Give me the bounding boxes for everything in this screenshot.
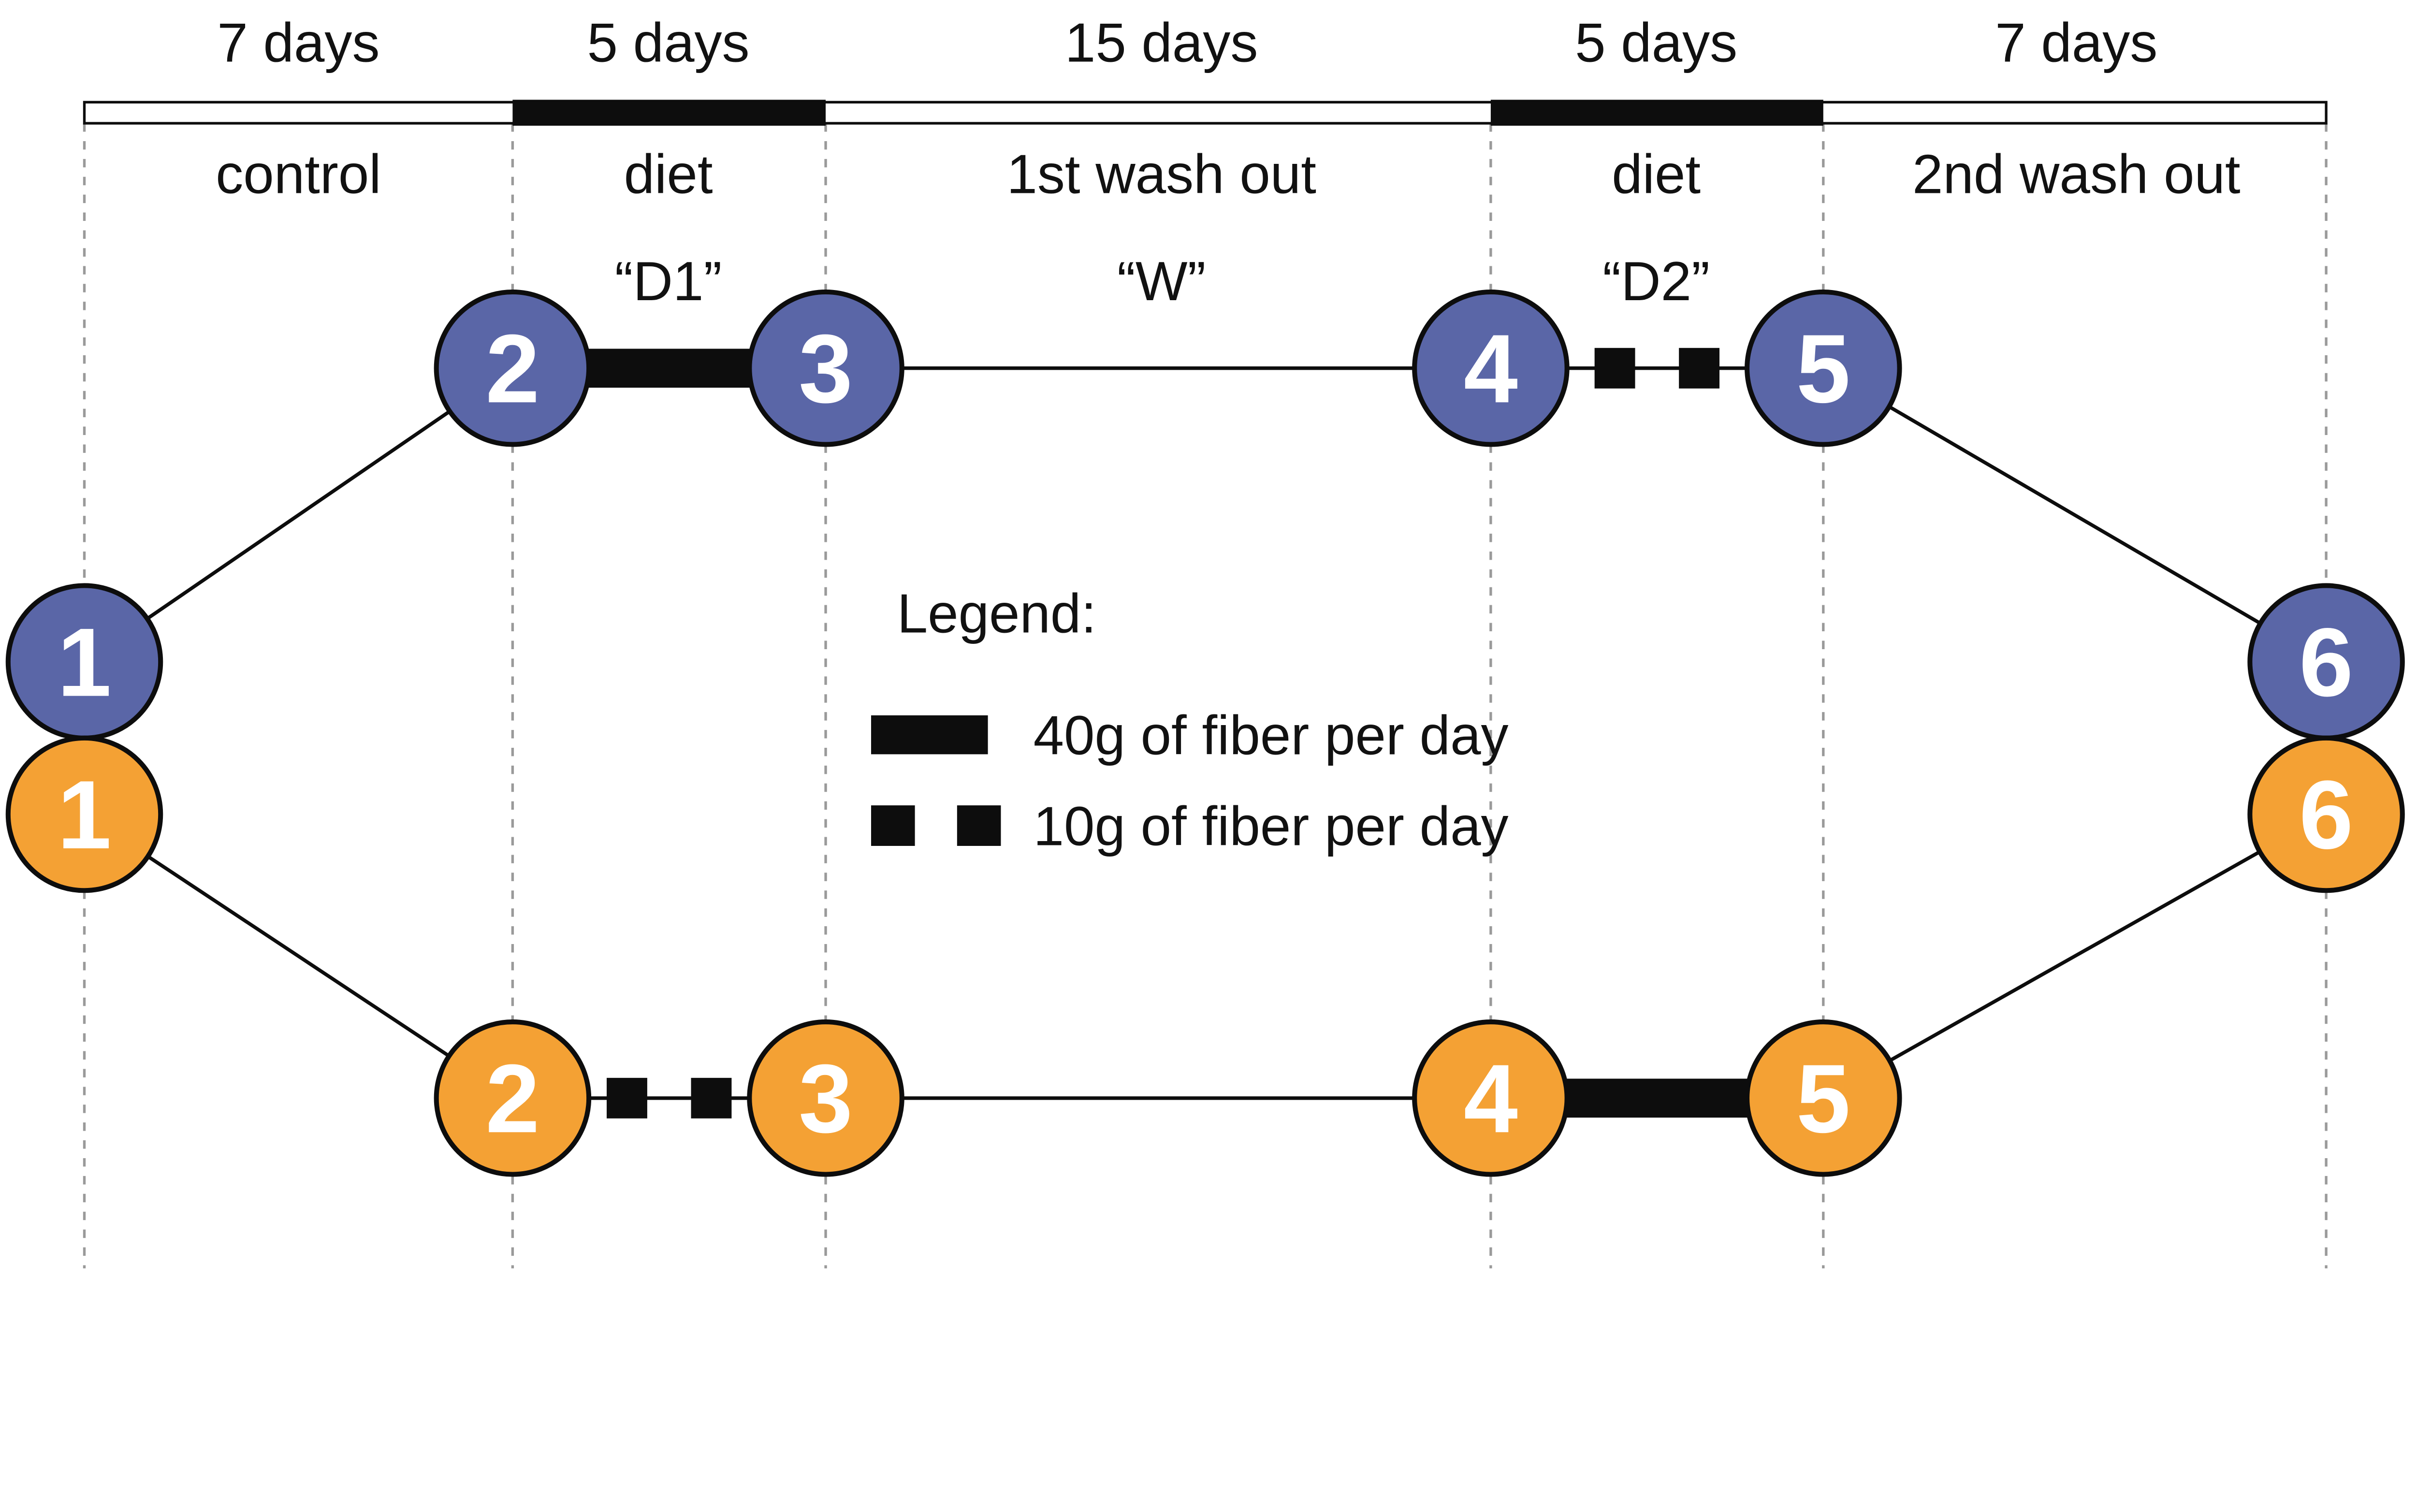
phase-label: diet: [624, 144, 713, 205]
timepoint-node: [434, 1019, 592, 1177]
phase-label: 2nd wash out: [1912, 144, 2241, 205]
phase-label: diet: [1612, 144, 1701, 205]
timeline-bar-group: [83, 100, 2328, 126]
period-labels: 7 days control 5 days diet “D1” 15 days 1st wa…: [216, 13, 2240, 312]
timepoint-number: 5: [1796, 314, 1850, 423]
timepoint-node: [2247, 735, 2405, 893]
timepoint-number: 6: [2299, 760, 2353, 869]
low-fiber-square: [1679, 348, 1720, 389]
legend: Legend: 40g of fiber per day 10g of fiber …: [871, 583, 1509, 857]
timepoint-number: 3: [799, 314, 853, 423]
diet-period-segment: [512, 100, 826, 126]
duration-label: 7 days: [1995, 13, 2157, 74]
legend-item-label: 40g of fiber per day: [1034, 705, 1509, 766]
timepoint-node: [747, 1019, 904, 1177]
diet-period-segment: [1490, 100, 1823, 126]
timepoint-node: [1745, 289, 1902, 447]
duration-label: 5 days: [587, 13, 749, 74]
timepoint-number: 1: [58, 608, 112, 717]
legend-item-label: 10g of fiber per day: [1034, 796, 1509, 857]
study-arms: 1 2 3 4 5 6 1 2 3 4 5 6: [5, 289, 2405, 1177]
high-fiber-connector: [582, 349, 756, 388]
low-fiber-square: [1594, 348, 1635, 389]
timeline-bar: [83, 101, 2328, 125]
timepoint-number: 4: [1464, 1044, 1518, 1153]
low-fiber-square: [691, 1077, 732, 1119]
timepoint-number: 5: [1796, 1044, 1850, 1153]
legend-swatch-solid-bar: [871, 715, 988, 755]
legend-swatch-square: [957, 805, 1001, 846]
timepoint-number: 3: [799, 1044, 853, 1153]
transition-line: [1822, 813, 2327, 1100]
legend-title: Legend:: [897, 583, 1096, 645]
timepoint-node: [747, 289, 904, 447]
timepoint-node: [5, 735, 163, 893]
timepoint-node: [1412, 289, 1570, 447]
timepoint-node: [434, 289, 592, 447]
high-fiber-connector: [1560, 1078, 1754, 1118]
duration-label: 15 days: [1065, 13, 1258, 74]
phase-label: 1st wash out: [1006, 144, 1316, 205]
timepoint-node: [1745, 1019, 1902, 1177]
timepoint-number: 4: [1464, 314, 1518, 423]
timepoint-number: 2: [485, 1044, 539, 1153]
legend-swatch-square: [871, 805, 915, 846]
timepoint-number: 6: [2299, 608, 2353, 717]
low-fiber-square: [607, 1077, 647, 1119]
phase-code-label: “D2”: [1602, 251, 1710, 312]
phase-label: control: [216, 144, 381, 205]
phase-code-label: “D1”: [615, 251, 722, 312]
timepoint-node: [1412, 1019, 1570, 1177]
duration-label: 7 days: [217, 13, 379, 74]
transition-line: [83, 366, 514, 664]
timepoint-number: 1: [58, 760, 112, 869]
phase-code-label: “W”: [1117, 251, 1206, 312]
transition-line: [1822, 366, 2327, 664]
duration-label: 5 days: [1575, 13, 1737, 74]
timepoint-number: 2: [485, 314, 539, 423]
transition-line: [83, 813, 514, 1100]
